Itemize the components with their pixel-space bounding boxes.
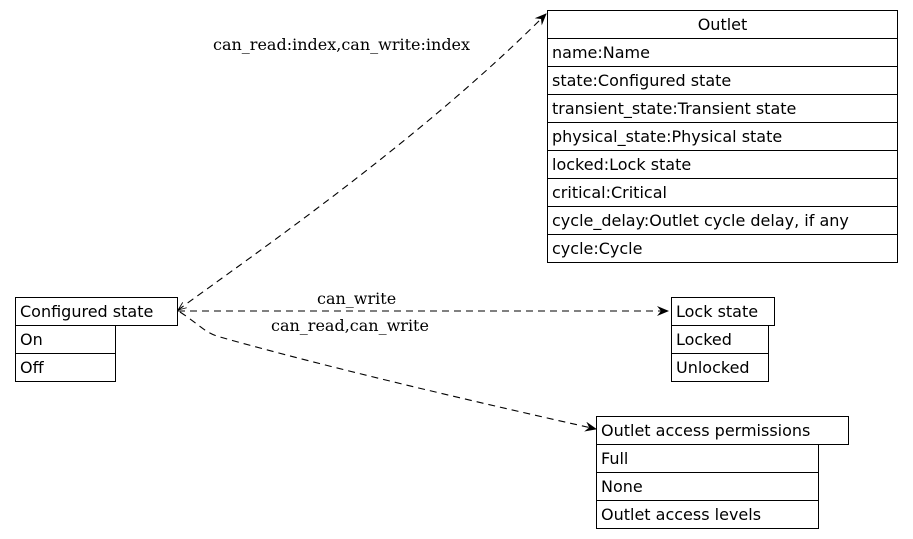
entity-outlet-field: critical:Critical — [547, 178, 898, 207]
entity-outlet-field: physical_state:Physical state — [547, 122, 898, 151]
entity-configured-state-field: Off — [15, 353, 116, 382]
entity-outlet-title: Outlet — [547, 10, 898, 39]
entity-access-permissions: Outlet access permissions Full None Outl… — [596, 416, 849, 529]
entity-lock-state-title: Lock state — [671, 297, 775, 326]
entity-lock-state-field: Unlocked — [671, 353, 769, 382]
entity-outlet-field: transient_state:Transient state — [547, 94, 898, 123]
entity-configured-state: Configured state On Off — [15, 297, 178, 383]
edge-to-outlet — [178, 14, 546, 310]
entity-lock-state-field: Locked — [671, 325, 769, 354]
entity-configured-state-field: On — [15, 325, 116, 354]
edge-label-to-outlet: can_read:index,can_write:index — [213, 35, 471, 54]
entity-configured-state-title: Configured state — [15, 297, 178, 326]
entity-access-permissions-field: None — [596, 472, 819, 501]
entity-access-permissions-field: Full — [596, 444, 819, 473]
entity-outlet-field: state:Configured state — [547, 66, 898, 95]
entity-outlet-field: cycle:Cycle — [547, 234, 898, 263]
edge-to-access-permissions — [179, 311, 597, 432]
entity-outlet-field: locked:Lock state — [547, 150, 898, 179]
entity-lock-state: Lock state Locked Unlocked — [671, 297, 775, 383]
entity-access-permissions-title: Outlet access permissions — [596, 416, 849, 445]
entity-access-permissions-field: Outlet access levels — [596, 500, 819, 529]
entity-outlet-field: cycle_delay:Outlet cycle delay, if any — [547, 206, 898, 235]
edge-label-to-lock-state: can_write — [317, 289, 397, 308]
entity-outlet-field: name:Name — [547, 38, 898, 67]
edge-label-to-access-permissions: can_read,can_write — [271, 316, 429, 335]
entity-outlet: Outlet name:Name state:Configured state … — [547, 10, 898, 263]
